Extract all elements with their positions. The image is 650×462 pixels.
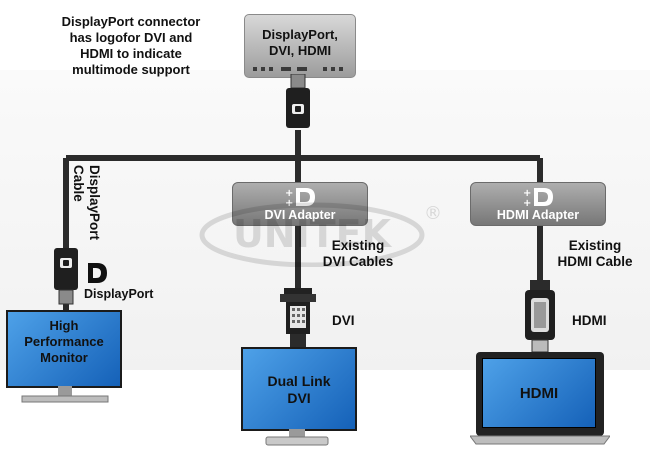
- hdmi-laptop: HDMI: [476, 352, 604, 436]
- dp-cable-label-line-2: Cable: [71, 165, 86, 202]
- left-monitor-line-1: High: [49, 318, 79, 333]
- dual-link-dvi-monitor: Dual Link DVI: [241, 347, 357, 431]
- dp-plus-logo-icon: + +: [285, 188, 315, 208]
- left-monitor-line-3: Monitor: [40, 350, 88, 365]
- displayport-cable-label-rotated: DisplayPort Cable: [70, 165, 102, 240]
- displayport-cable-label: DisplayPort Cable: [71, 165, 102, 240]
- note-line-2: has logofor DVI and: [69, 30, 193, 45]
- hdmi-adapter-label: HDMI Adapter: [496, 208, 580, 222]
- high-performance-monitor: High Performance Monitor: [6, 310, 122, 388]
- left-monitor-line-2: Performance: [24, 334, 104, 349]
- svg-text:+: +: [523, 188, 531, 199]
- source-label-line-1: DisplayPort,: [262, 27, 338, 42]
- note-line-3: HDMI to indicate: [80, 46, 182, 61]
- source-displayport-plug: [286, 74, 310, 128]
- dvi-label: DVI: [332, 313, 355, 328]
- svg-text:+: +: [285, 188, 293, 199]
- note-line-4: multimode support: [72, 62, 190, 77]
- svg-text:+: +: [523, 198, 531, 208]
- monitor-displayport-plug: [54, 248, 78, 305]
- existing-hdmi-line-2: HDMI Cable: [557, 254, 633, 269]
- dvi-adapter: + + DVI Adapter: [232, 182, 368, 226]
- existing-dvi-line-2: DVI Cables: [322, 254, 394, 269]
- dp-plus-logo-icon: + +: [523, 188, 553, 208]
- source-label-line-2: DVI, HDMI: [268, 43, 332, 58]
- watermark-registered-mark: ®: [424, 203, 442, 224]
- existing-dvi-line-1: Existing: [331, 238, 385, 253]
- center-monitor-stand: [265, 429, 329, 446]
- note-line-1: DisplayPort connector: [61, 14, 201, 29]
- center-monitor-text: Dual Link DVI: [243, 373, 355, 407]
- displayport-label: DisplayPort: [84, 287, 154, 301]
- multimode-note: DisplayPort connector has logofor DVI an…: [36, 14, 226, 78]
- center-monitor-line-1: Dual Link: [267, 373, 331, 389]
- left-monitor-text: High Performance Monitor: [8, 318, 120, 366]
- hdmi-laptop-screen: HDMI: [482, 358, 596, 428]
- displayport-logo-icon: [88, 263, 107, 283]
- watermark-text: UNITEK: [233, 212, 393, 256]
- dvi-adapter-label: DVI Adapter: [264, 208, 336, 222]
- source-port-dots: [253, 67, 343, 71]
- hdmi-label: HDMI: [572, 313, 607, 328]
- dp-cable-label-line-1: DisplayPort: [87, 165, 102, 241]
- dvi-plug: [280, 288, 316, 348]
- left-monitor-stand: [21, 386, 109, 403]
- source-device: DisplayPort, DVI, HDMI: [244, 14, 356, 78]
- existing-dvi-cables-label: Existing DVI Cables: [308, 238, 408, 270]
- existing-hdmi-cable-label: Existing HDMI Cable: [545, 238, 645, 270]
- unitek-watermark-logo: UNITEK ®: [199, 202, 442, 267]
- right-monitor-label: HDMI: [519, 385, 559, 402]
- center-monitor-line-2: DVI: [287, 390, 311, 406]
- hdmi-laptop-base: [470, 435, 610, 445]
- svg-text:+: +: [285, 198, 293, 208]
- existing-hdmi-line-1: Existing: [568, 238, 622, 253]
- hdmi-adapter: + + HDMI Adapter: [470, 182, 606, 226]
- hdmi-plug: [525, 280, 555, 353]
